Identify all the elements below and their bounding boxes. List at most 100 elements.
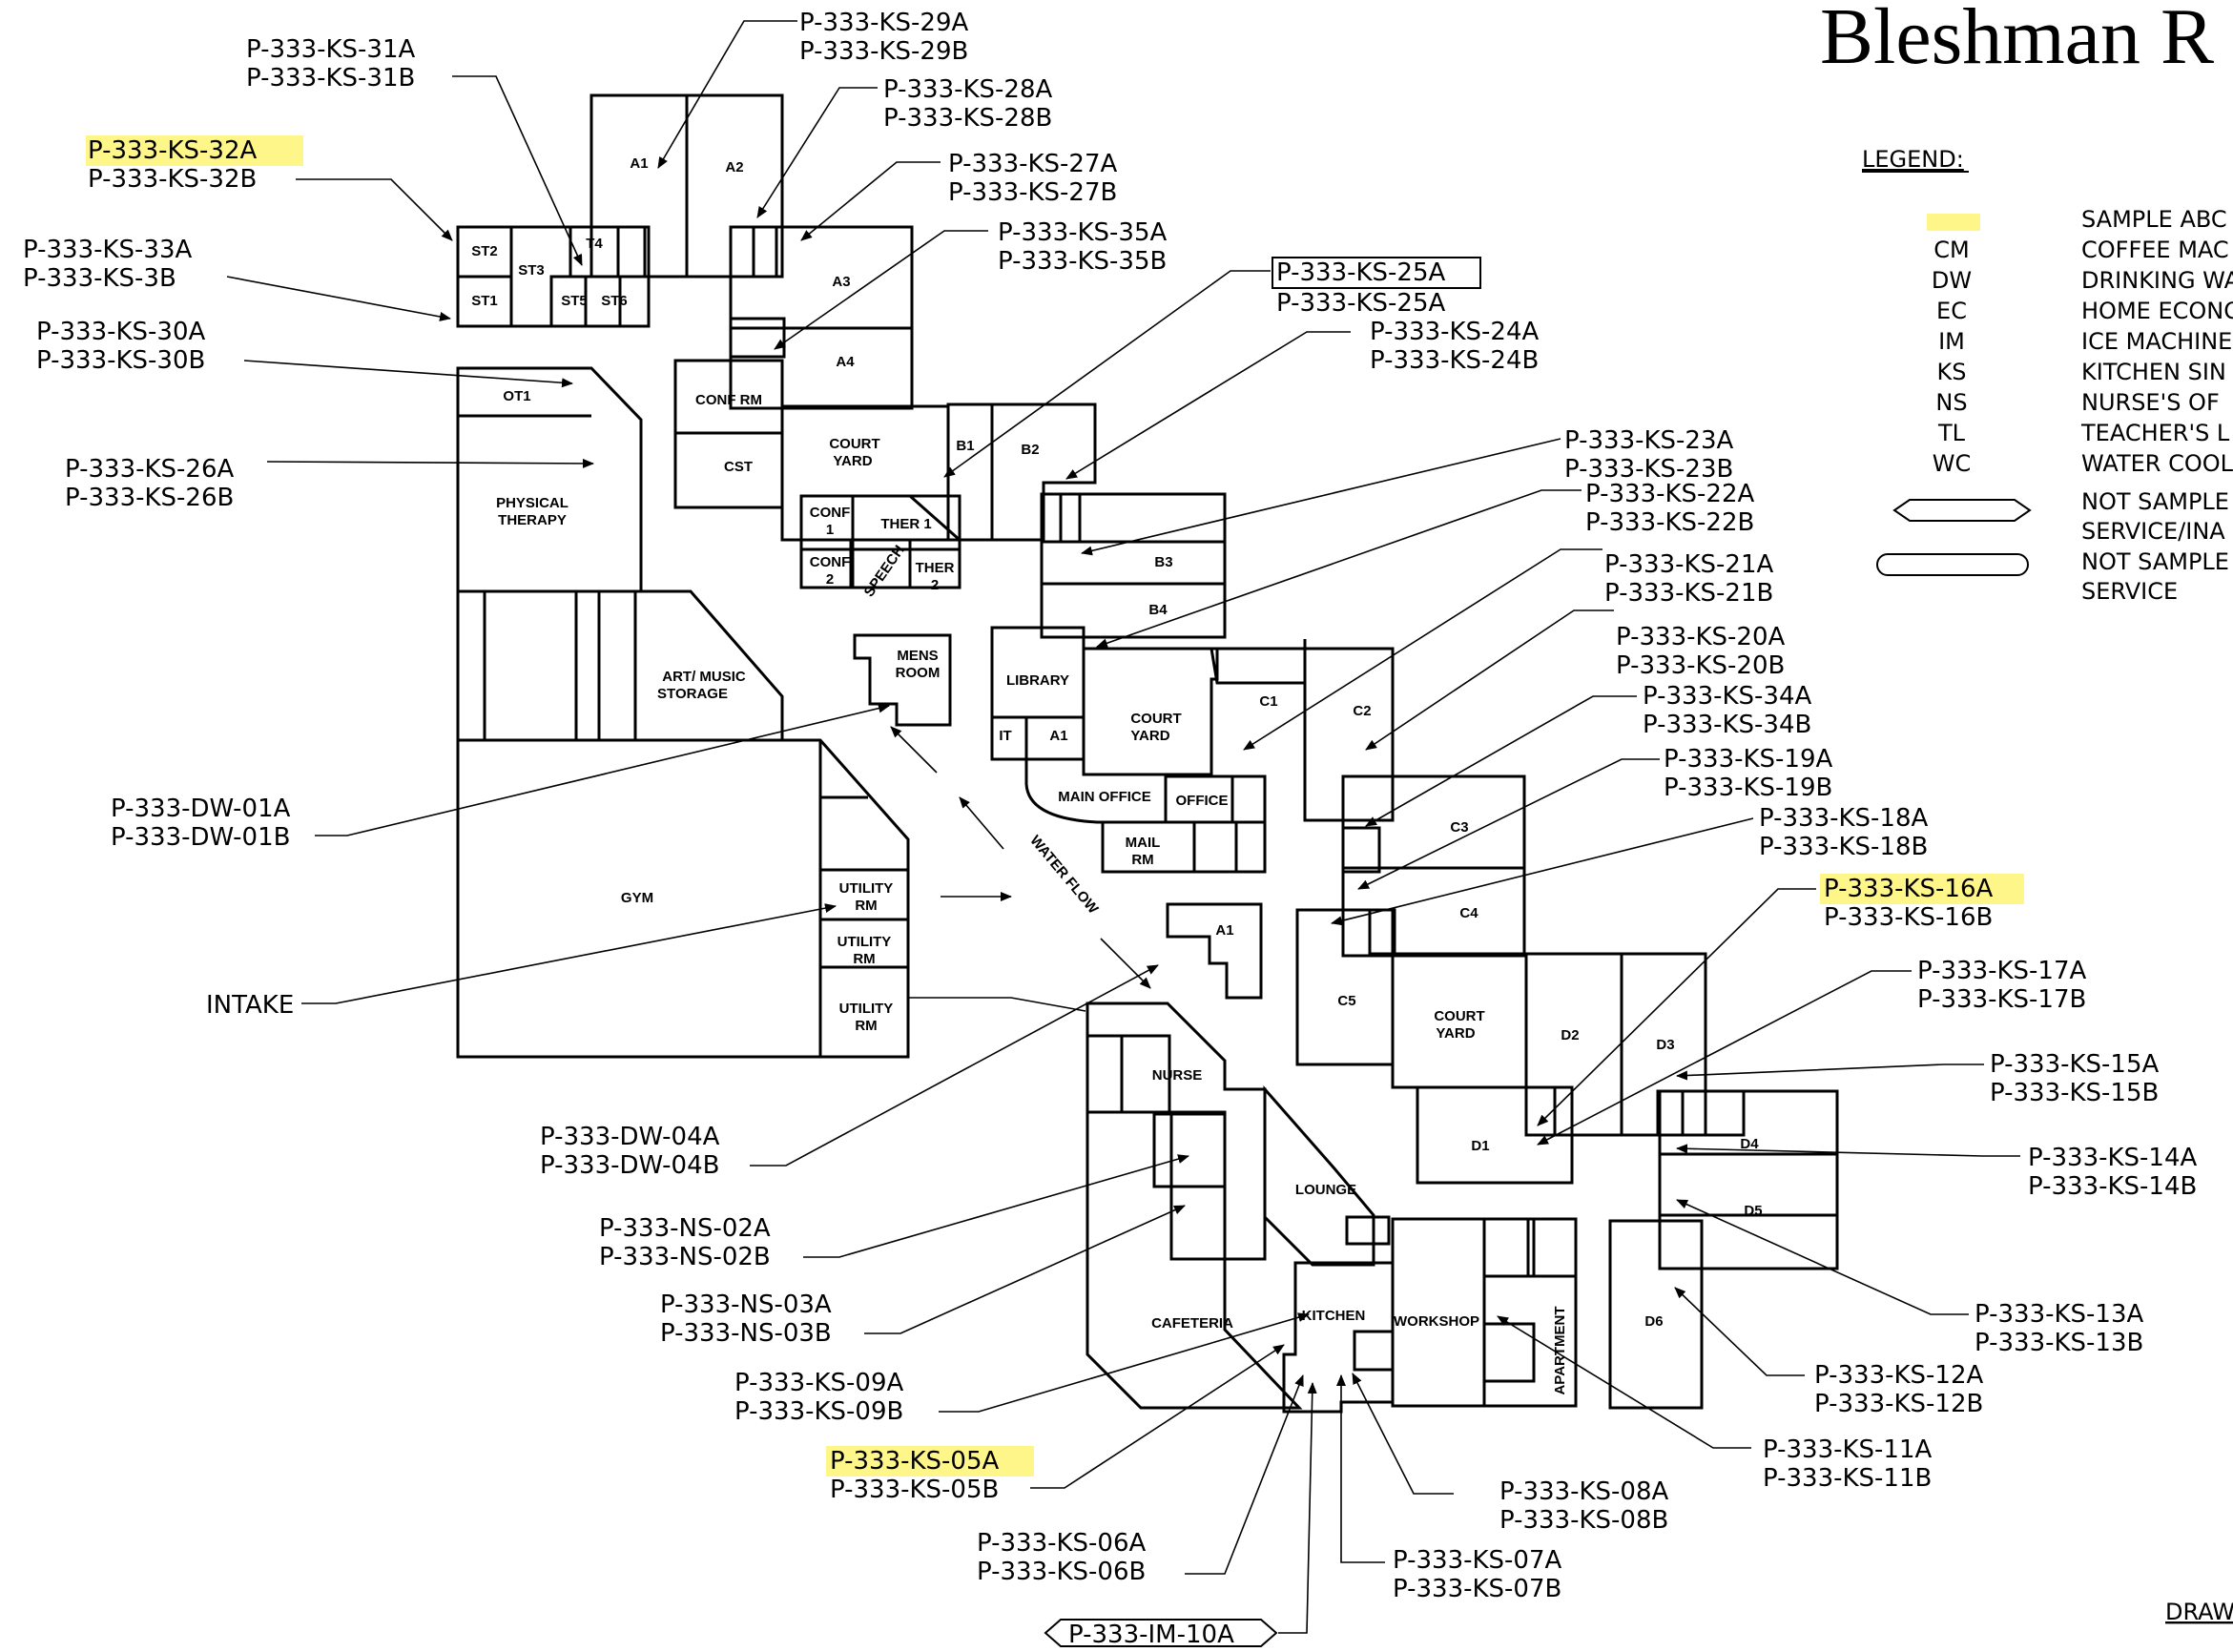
label-ks14a: P-333-KS-14A bbox=[2028, 1144, 2198, 1172]
label-ks21b: P-333-KS-21B bbox=[1604, 579, 1773, 608]
legend-entry: NOT SAMPLE bbox=[2081, 548, 2229, 575]
capsule-symbol-icon bbox=[1876, 553, 2029, 576]
room-d4: D4 bbox=[1740, 1136, 1759, 1152]
building-walls bbox=[456, 93, 1839, 1414]
room-nurse: NURSE bbox=[1152, 1067, 1203, 1084]
label-ks16b: P-333-KS-16B bbox=[1824, 903, 1993, 932]
room-workshop: WORKSHOP bbox=[1394, 1313, 1479, 1330]
room-lounge: LOUNGE bbox=[1295, 1182, 1356, 1198]
label-ks19b: P-333-KS-19B bbox=[1664, 774, 1832, 802]
room-c3: C3 bbox=[1450, 819, 1468, 836]
label-ks25a-duplicate: P-333-KS-25A bbox=[1276, 289, 1446, 318]
label-ks24a: P-333-KS-24A bbox=[1370, 318, 1540, 346]
label-ks29a: P-333-KS-29A bbox=[799, 9, 969, 37]
sample-labels: P-333-KS-31A P-333-KS-31B P-333-KS-29A P… bbox=[23, 9, 2198, 1649]
room-utility-rm: UTILITY bbox=[839, 1001, 894, 1017]
room-main-office: MAIN OFFICE bbox=[1058, 789, 1151, 805]
label-dw04b: P-333-DW-04B bbox=[540, 1151, 719, 1180]
room-utility-rm: RM bbox=[853, 951, 875, 967]
room-b3: B3 bbox=[1154, 554, 1172, 570]
label-ks17a: P-333-KS-17A bbox=[1917, 957, 2087, 985]
label-intake: INTAKE bbox=[206, 991, 294, 1020]
room-it: IT bbox=[999, 728, 1011, 744]
room-b1: B1 bbox=[956, 438, 974, 454]
room-ot1: OT1 bbox=[503, 388, 530, 404]
label-ks30a: P-333-KS-30A bbox=[36, 318, 206, 346]
room-court-yard: YARD bbox=[833, 453, 872, 469]
room-a2: A2 bbox=[725, 159, 743, 176]
label-ks06b: P-333-KS-06B bbox=[977, 1558, 1146, 1586]
label-ks05a: P-333-KS-05A bbox=[830, 1447, 1000, 1476]
label-ks14b: P-333-KS-14B bbox=[2028, 1172, 2197, 1201]
leader-lines bbox=[226, 20, 2020, 1634]
label-ks20b: P-333-KS-20B bbox=[1616, 651, 1785, 680]
legend-highlight-swatch bbox=[1927, 214, 1980, 231]
room-ther-2: THER bbox=[916, 560, 955, 576]
label-ks15b: P-333-KS-15B bbox=[1990, 1079, 2159, 1107]
label-ks12a: P-333-KS-12A bbox=[1814, 1361, 1984, 1390]
label-ks28a: P-333-KS-28A bbox=[883, 75, 1053, 104]
label-ks20a: P-333-KS-20A bbox=[1616, 623, 1786, 651]
room-st1: ST1 bbox=[471, 293, 498, 309]
room-a4: A4 bbox=[836, 354, 855, 370]
label-ks08b: P-333-KS-08B bbox=[1499, 1506, 1668, 1535]
legend-entry: DRINKING WA bbox=[2081, 267, 2233, 294]
label-ks26b: P-333-KS-26B bbox=[65, 484, 234, 512]
room-ther-1: THER 1 bbox=[880, 516, 931, 532]
room-d2: D2 bbox=[1561, 1027, 1579, 1043]
legend-entry-list: SAMPLE ABC CM COFFEE MAC DW DRINKING WA … bbox=[1932, 206, 2233, 477]
label-ks31a: P-333-KS-31A bbox=[246, 35, 416, 64]
label-ks13b: P-333-KS-13B bbox=[1975, 1329, 2143, 1357]
room-court-yard: COURT bbox=[1434, 1008, 1484, 1024]
label-ks25-box bbox=[1272, 257, 1481, 289]
room-utility-rm: RM bbox=[855, 898, 877, 914]
label-ks30b: P-333-KS-30B bbox=[36, 346, 205, 375]
school-title: Bleshman R bbox=[1820, 0, 2214, 81]
room-conf-2: CONF bbox=[810, 554, 851, 570]
highlight-ks05 bbox=[826, 1446, 1034, 1476]
highlight-ks16 bbox=[1820, 874, 2024, 904]
label-dw04a: P-333-DW-04A bbox=[540, 1123, 720, 1151]
room-court-yard: YARD bbox=[1436, 1025, 1475, 1042]
label-ks33b: P-333-KS-3B bbox=[23, 264, 176, 293]
label-ks12b: P-333-KS-12B bbox=[1814, 1390, 1983, 1418]
room-conf-1: 1 bbox=[826, 522, 834, 538]
label-ks07b: P-333-KS-07B bbox=[1393, 1575, 1561, 1603]
room-b2: B2 bbox=[1021, 442, 1039, 458]
label-dw01b: P-333-DW-01B bbox=[111, 823, 290, 852]
room-d1: D1 bbox=[1471, 1138, 1489, 1154]
room-mens-room: ROOM bbox=[896, 665, 941, 681]
room-court-yard: YARD bbox=[1130, 728, 1169, 744]
legend-code: KS bbox=[1937, 359, 1967, 385]
legend-entry: COFFEE MAC bbox=[2081, 237, 2229, 263]
legend-entry: WATER COOL bbox=[2081, 450, 2233, 477]
legend-code: CM bbox=[1933, 237, 1969, 263]
legend-code: EC bbox=[1936, 298, 1967, 324]
label-ns02b: P-333-NS-02B bbox=[599, 1243, 771, 1271]
label-ks09a: P-333-KS-09A bbox=[734, 1369, 904, 1397]
room-utility-rm: UTILITY bbox=[837, 934, 892, 950]
room-art-music-storage: ART/ MUSIC bbox=[662, 669, 746, 685]
room-st5: ST5 bbox=[561, 293, 588, 309]
label-ks05b: P-333-KS-05B bbox=[830, 1476, 999, 1504]
label-ks06a: P-333-KS-06A bbox=[977, 1529, 1147, 1558]
room-utility-rm: UTILITY bbox=[839, 880, 894, 897]
legend-entry: NOT SAMPLE bbox=[2081, 488, 2229, 515]
room-mail-rm: RM bbox=[1131, 852, 1153, 868]
label-ks35b: P-333-KS-35B bbox=[998, 247, 1167, 276]
legend-code: DW bbox=[1932, 267, 1972, 294]
room-c1: C1 bbox=[1259, 693, 1277, 710]
label-ks23a: P-333-KS-23A bbox=[1564, 426, 1734, 455]
label-ks18b: P-333-KS-18B bbox=[1759, 833, 1928, 861]
label-ks33a: P-333-KS-33A bbox=[23, 236, 193, 264]
legend-code: NS bbox=[1935, 389, 1967, 416]
legend-entry: SERVICE bbox=[2081, 578, 2178, 605]
room-library: LIBRARY bbox=[1006, 672, 1069, 689]
room-labels: A1 A2 A3 A4 T4 ST2 ST3 ST1 ST5 ST6 OT1 P… bbox=[471, 155, 1762, 1395]
room-c5: C5 bbox=[1337, 993, 1355, 1009]
room-gym: GYM bbox=[621, 890, 653, 906]
water-flow-arrows bbox=[890, 726, 1151, 989]
room-ther-2: 2 bbox=[931, 577, 939, 593]
label-ks07a: P-333-KS-07A bbox=[1393, 1546, 1562, 1575]
